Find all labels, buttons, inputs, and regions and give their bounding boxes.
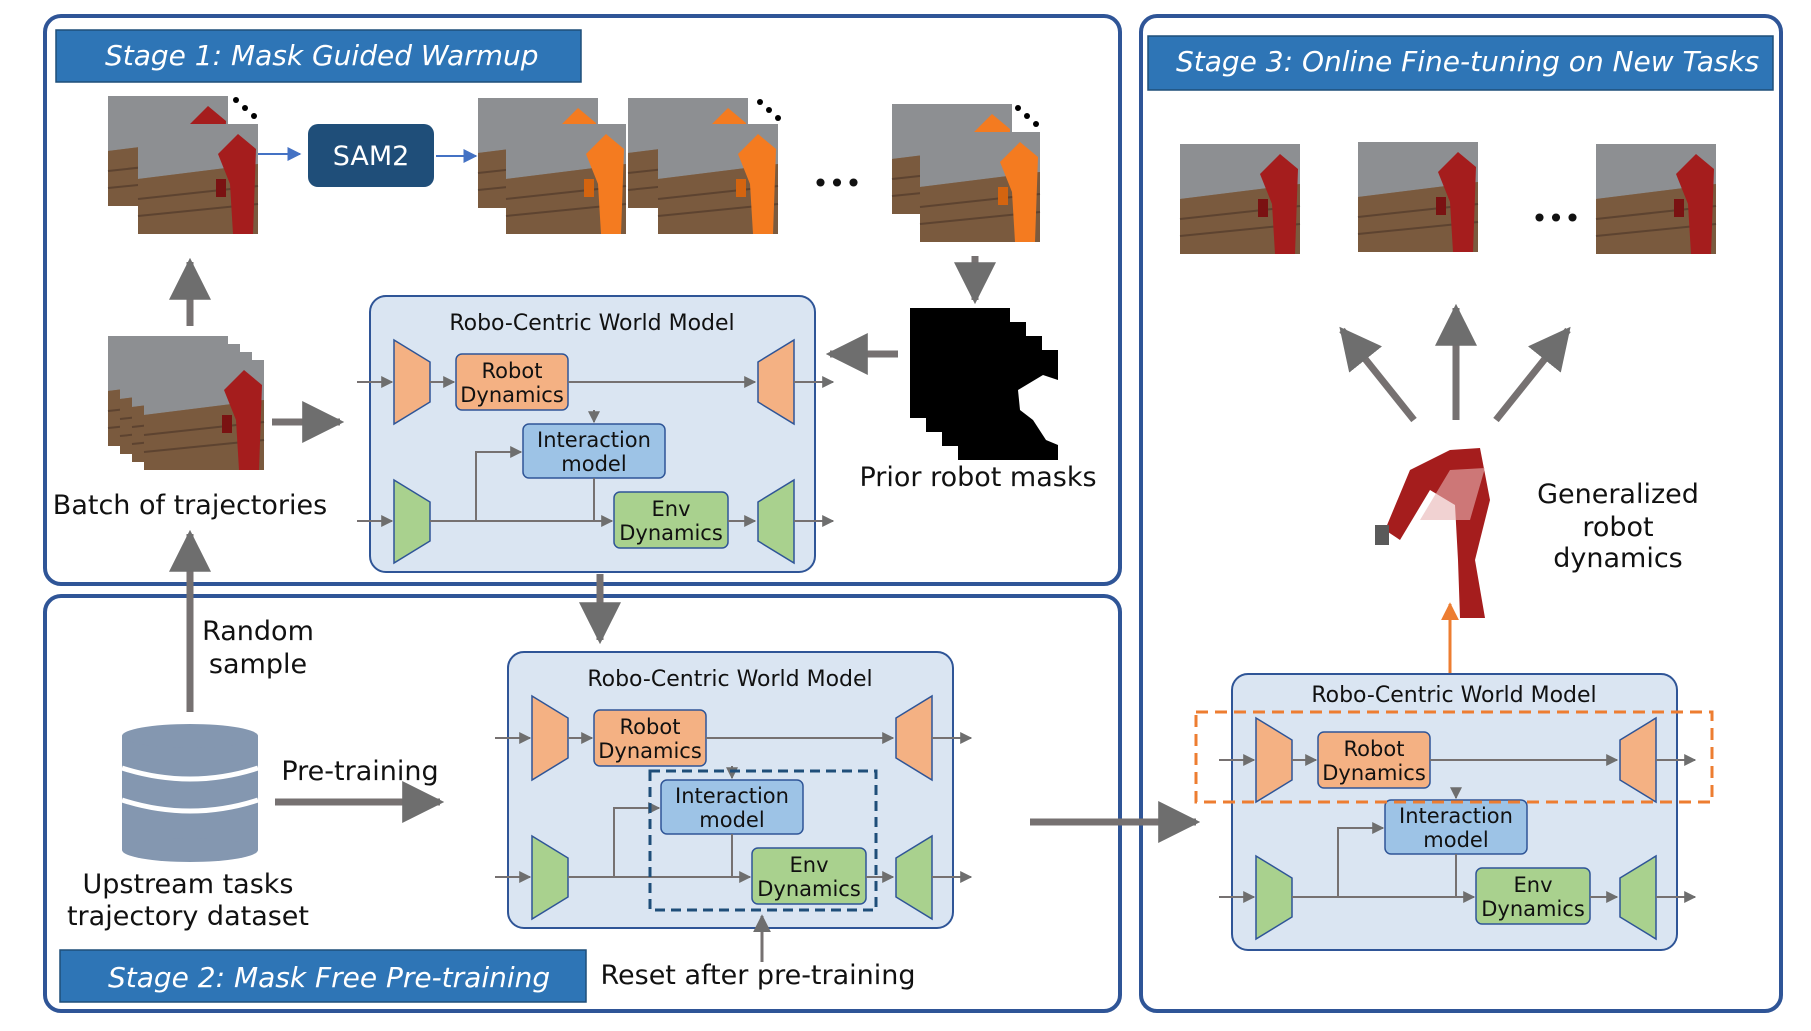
stage3-title: Stage 3: Online Fine-tuning on New Tasks bbox=[1176, 45, 1759, 78]
wm1-robot-line1: Robot bbox=[482, 359, 543, 383]
stage1-header bbox=[55, 29, 582, 83]
wm1-interaction-line1: Interaction bbox=[537, 428, 651, 452]
world-model-stage3: Robo-Centric World Model Robot Dynamics … bbox=[1194, 673, 1714, 951]
new-task-frame-2 bbox=[1357, 141, 1479, 253]
wm2-reset-region bbox=[648, 769, 878, 912]
wm2-env-line1: Env bbox=[789, 853, 828, 877]
prior-robot-masks-label: Prior robot masks bbox=[859, 462, 1096, 493]
wm3-env-line1: Env bbox=[1513, 873, 1552, 897]
ellipsis-stage3: ••• bbox=[1531, 202, 1581, 235]
generalized-robot-illustration bbox=[1375, 448, 1490, 618]
reset-label: Reset after pre-training bbox=[600, 960, 915, 991]
stage1-frame bbox=[43, 14, 1122, 586]
masked-frames-set-2 bbox=[627, 97, 781, 235]
wm2-robot-line1: Robot bbox=[620, 715, 681, 739]
dataset-line1: Upstream tasks bbox=[82, 869, 293, 900]
wm2-title: Robo-Centric World Model bbox=[587, 667, 872, 692]
input-frames-stack bbox=[107, 95, 259, 235]
wm2-env-line2: Dynamics bbox=[757, 877, 861, 901]
stage2-frame bbox=[43, 594, 1122, 1013]
random-sample-line2: sample bbox=[209, 649, 307, 680]
stage2-title: Stage 2: Mask Free Pre-training bbox=[108, 961, 550, 994]
generalized-line1: Generalized bbox=[1537, 479, 1699, 510]
wm3-interaction-line2: model bbox=[1423, 828, 1488, 852]
wm2-interaction-line2: model bbox=[699, 808, 764, 832]
new-task-frame-3 bbox=[1595, 143, 1717, 255]
wm1-title: Robo-Centric World Model bbox=[449, 311, 734, 336]
generalized-line2: robot bbox=[1582, 512, 1653, 543]
dataset-icon bbox=[121, 724, 259, 862]
wm2-interaction-line1: Interaction bbox=[675, 784, 789, 808]
stage3-header bbox=[1147, 35, 1774, 91]
new-task-frame-1 bbox=[1179, 143, 1301, 255]
masked-frames-set-1 bbox=[477, 97, 627, 235]
prior-robot-masks-stack bbox=[910, 308, 1058, 460]
wm1-interaction-line2: model bbox=[561, 452, 626, 476]
stage2-header bbox=[59, 949, 587, 1003]
random-sample-line1: Random bbox=[202, 616, 314, 647]
ellipsis-stage1: ••• bbox=[812, 167, 862, 200]
wm1-robot-line2: Dynamics bbox=[460, 383, 564, 407]
batch-trajectories-stack bbox=[107, 335, 265, 471]
wm3-title: Robo-Centric World Model bbox=[1311, 683, 1596, 708]
stage1-title: Stage 1: Mask Guided Warmup bbox=[105, 39, 539, 72]
sam2-label: SAM2 bbox=[333, 141, 410, 172]
fanout-arrow-left bbox=[1339, 326, 1417, 423]
world-model-stage2: Robo-Centric World Model Robot Dynamics … bbox=[495, 651, 973, 929]
wm2-robot-line2: Dynamics bbox=[598, 739, 702, 763]
wm1-env-line2: Dynamics bbox=[619, 521, 723, 545]
fanout-arrow-right bbox=[1493, 326, 1571, 423]
wm3-env-line2: Dynamics bbox=[1481, 897, 1585, 921]
wm3-robot-highlight bbox=[1194, 710, 1714, 804]
stage3-frame bbox=[1139, 14, 1783, 1013]
wm3-interaction-line1: Interaction bbox=[1399, 804, 1513, 828]
masked-frames-set-3 bbox=[891, 103, 1041, 243]
wm3-robot-line1: Robot bbox=[1344, 737, 1405, 761]
world-model-stage1: Robo-Centric World Model Robot Dynamics … bbox=[357, 295, 835, 573]
generalized-line3: dynamics bbox=[1553, 543, 1683, 574]
batch-label: Batch of trajectories bbox=[53, 490, 327, 521]
sam2-box bbox=[308, 124, 434, 187]
pretraining-label: Pre-training bbox=[281, 756, 438, 787]
wm3-robot-line2: Dynamics bbox=[1322, 761, 1426, 785]
wm1-env-line1: Env bbox=[651, 497, 690, 521]
dataset-line2: trajectory dataset bbox=[67, 901, 309, 932]
